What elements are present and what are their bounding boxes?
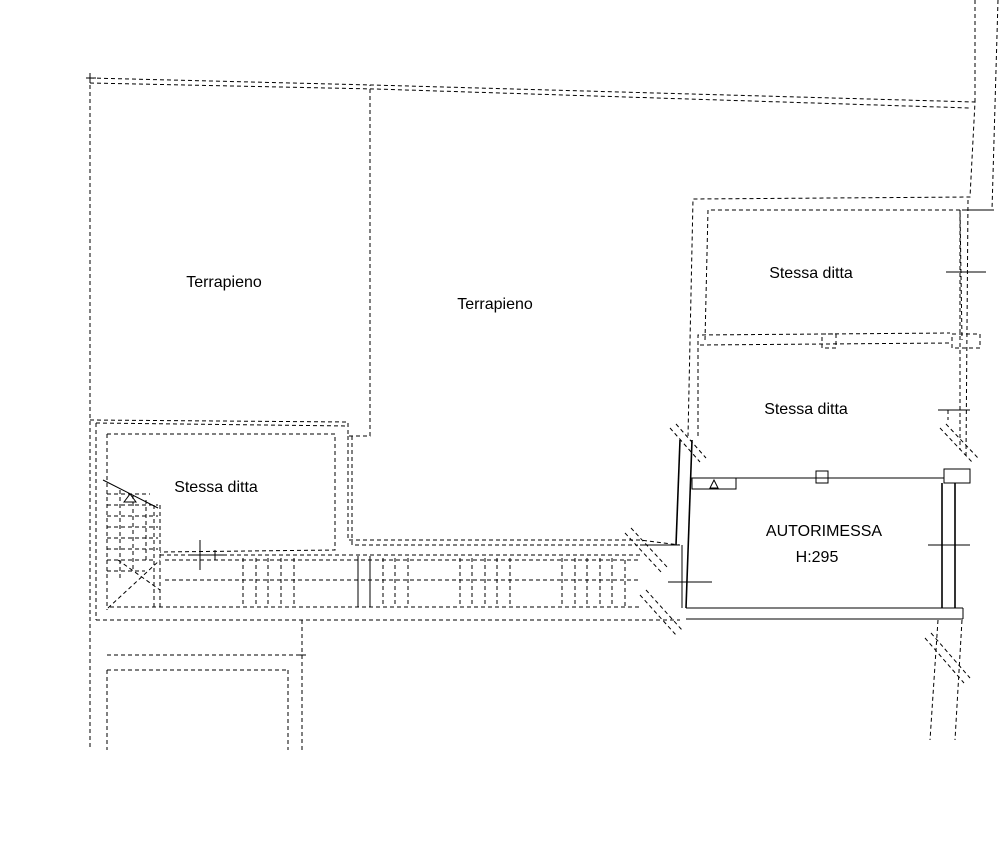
label-stessa-ditta-left: Stessa ditta bbox=[174, 479, 258, 496]
corridor-band bbox=[96, 554, 680, 750]
terrapieno-left-block bbox=[89, 85, 371, 437]
label-terrapieno-center: Terrapieno bbox=[457, 296, 533, 313]
outer-boundary bbox=[86, 0, 999, 750]
label-terrapieno-left: Terrapieno bbox=[186, 274, 262, 291]
stessa-ditta-right-rooms bbox=[669, 199, 994, 463]
autorimessa-room bbox=[624, 439, 971, 741]
terrapieno-center-block bbox=[347, 436, 681, 546]
label-autorimessa-height: H:295 bbox=[796, 549, 839, 566]
label-stessa-ditta-mid-right: Stessa ditta bbox=[764, 401, 848, 418]
label-autorimessa: AUTORIMESSA bbox=[766, 523, 883, 540]
stessa-ditta-left-room bbox=[95, 423, 336, 620]
label-stessa-ditta-top-right: Stessa ditta bbox=[769, 265, 853, 282]
